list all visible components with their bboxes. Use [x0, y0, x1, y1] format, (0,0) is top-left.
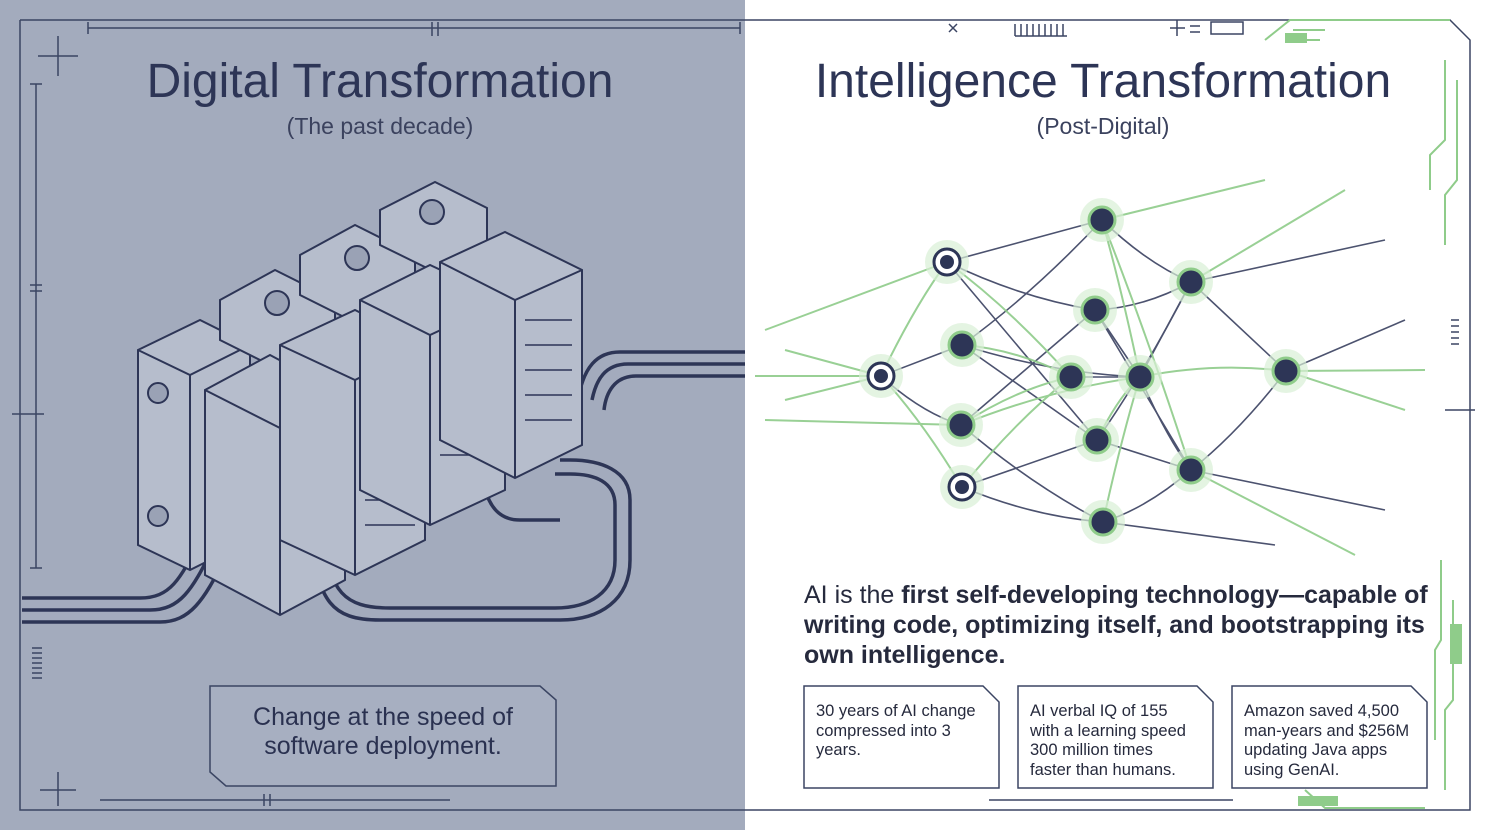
network-edge	[1101, 219, 1192, 471]
network-node	[1088, 507, 1118, 537]
stat-card-3: Amazon saved 4,500 man-years and $256M u…	[1232, 686, 1422, 784]
left-blueprint-frame	[12, 19, 745, 811]
network-node	[947, 330, 977, 360]
left-title: Digital Transformation	[146, 55, 614, 108]
output-arrow	[1190, 469, 1386, 511]
stat-card-2: AI verbal IQ of 155 with a learning spee…	[1018, 686, 1208, 784]
stat-card-1: 30 years of AI change compressed into 3 …	[804, 686, 994, 784]
output-arrow	[1102, 521, 1276, 546]
output-arrow	[1285, 369, 1426, 372]
right-circuit-frame	[745, 19, 1475, 811]
stat-card-text: Amazon saved 4,500 man-years and $256M u…	[1244, 702, 1410, 779]
network-node-core	[940, 255, 954, 269]
output-arrow	[1190, 189, 1346, 283]
output-arrow	[1190, 469, 1356, 556]
network-edge	[946, 219, 1103, 263]
right-subtitle: (Post-Digital)	[1036, 113, 1170, 139]
network-edge	[946, 261, 1096, 311]
stat-frame-3	[1231, 685, 1428, 789]
stat-card-text: AI verbal IQ of 155 with a learning spee…	[1030, 702, 1186, 779]
input-line	[764, 261, 948, 331]
stat-card-text: 30 years of AI change compressed into 3 …	[816, 702, 976, 759]
network-node	[1176, 455, 1206, 485]
statement-bold: first self-developing technology—capable…	[804, 581, 1428, 669]
network-node	[1176, 267, 1206, 297]
server-rack-icon	[137, 180, 583, 617]
circuit-pads	[1285, 33, 1462, 806]
network-node	[1080, 295, 1110, 325]
stat-frame-2	[1017, 685, 1214, 789]
right-panel: Intelligence Transformation (Post-Digita…	[745, 0, 1488, 830]
input-line	[764, 419, 962, 426]
output-arrow	[1101, 179, 1266, 221]
stat-frame-1	[803, 685, 1000, 789]
left-panel: Digital Transformation (The past decade)…	[0, 0, 745, 830]
network-edge	[946, 261, 1098, 441]
network-node-core	[874, 369, 888, 383]
network-node	[1125, 362, 1155, 392]
network-node	[946, 410, 976, 440]
left-callout: Change at the speed of software deployme…	[210, 686, 556, 786]
network-node	[1087, 205, 1117, 235]
right-title: Intelligence Transformation	[814, 55, 1392, 108]
network-node	[1271, 356, 1301, 386]
callout-line-1: Change at the speed of	[253, 703, 513, 731]
network-node-core	[955, 480, 969, 494]
callout-line-2: software deployment.	[264, 732, 502, 760]
neural-network-icon	[755, 179, 1426, 556]
statement-lead: AI is the	[804, 581, 902, 609]
ai-statement: AI is the first self-developing technolo…	[804, 580, 1444, 670]
network-node	[1056, 362, 1086, 392]
left-subtitle: (The past decade)	[286, 113, 474, 139]
output-arrow	[1190, 239, 1386, 283]
callout-frame	[209, 685, 557, 787]
network-node	[1082, 425, 1112, 455]
